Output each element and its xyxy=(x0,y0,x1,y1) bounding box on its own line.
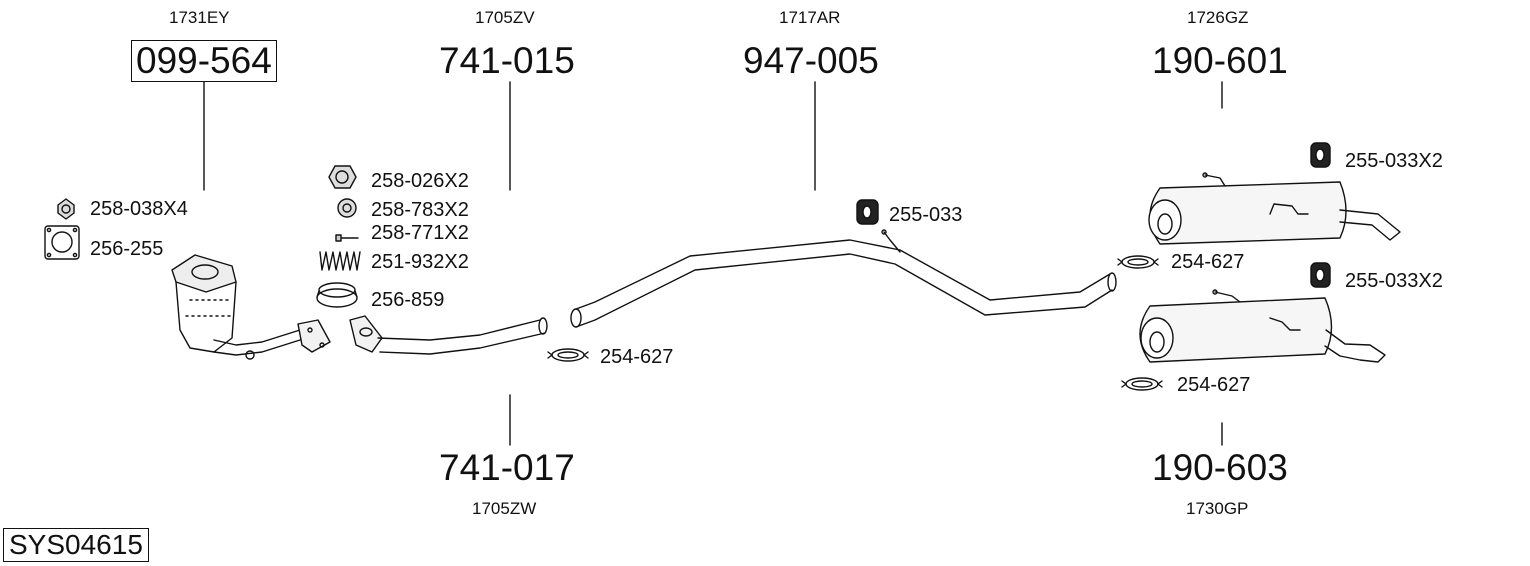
rubber-hanger-icon xyxy=(1310,142,1331,168)
accessory-label: 258-038X4 xyxy=(90,198,188,220)
part-code-label: 1705ZV xyxy=(475,8,535,27)
accessory-label: 254-627 xyxy=(600,346,674,368)
part-number-label: 190-601 xyxy=(1152,40,1288,81)
part-code-label: 1717AR xyxy=(779,8,841,27)
accessory-label: 254-627 xyxy=(1177,374,1251,396)
rubber-hanger-icon xyxy=(856,199,879,225)
spring-icon xyxy=(319,251,361,271)
part-code-label: 1731EY xyxy=(169,8,230,27)
part-number-label: 190-603 xyxy=(1152,447,1288,488)
part-code-label: 1726GZ xyxy=(1187,8,1249,27)
bolt-icon xyxy=(335,234,359,242)
washer-icon xyxy=(337,198,357,218)
accessory-label: 256-255 xyxy=(90,238,164,260)
leader-lines xyxy=(203,81,1223,446)
part-number-label: 741-017 xyxy=(439,447,575,488)
part-number-label: 947-005 xyxy=(743,40,879,81)
part-number-label: 099-564 xyxy=(131,40,277,82)
nut-icon xyxy=(57,198,75,220)
rear-silencer-1 xyxy=(1148,172,1401,245)
clamp-icon xyxy=(1121,377,1163,391)
accessory-label: 256-859 xyxy=(371,289,445,311)
accessory-label: 251-932X2 xyxy=(371,251,469,273)
part-code-label: 1705ZW xyxy=(472,499,537,518)
accessory-label: 258-783X2 xyxy=(371,199,469,221)
accessory-label: 254-627 xyxy=(1171,251,1245,273)
rubber-hanger-icon xyxy=(1310,262,1331,288)
gasket-icon xyxy=(44,225,80,260)
rear-silencer-2 xyxy=(1139,289,1386,363)
part-code-label: 1730GP xyxy=(1186,499,1249,518)
accessory-label: 255-033X2 xyxy=(1345,150,1443,172)
clamp-icon xyxy=(547,348,589,362)
accessory-label: 258-026X2 xyxy=(371,170,469,192)
accessory-label: 255-033 xyxy=(889,204,963,226)
hex-nut-icon xyxy=(328,165,357,189)
accessory-label: 255-033X2 xyxy=(1345,270,1443,292)
part-number-label: 741-015 xyxy=(439,40,575,81)
front-pipe xyxy=(349,315,548,355)
clamp-icon xyxy=(1117,255,1159,269)
catalytic-converter xyxy=(171,254,331,360)
sealing-ring-icon xyxy=(316,282,358,308)
accessory-label: 258-771X2 xyxy=(371,222,469,244)
system-id-label: SYS04615 xyxy=(3,528,149,562)
center-pipe xyxy=(570,229,1117,328)
